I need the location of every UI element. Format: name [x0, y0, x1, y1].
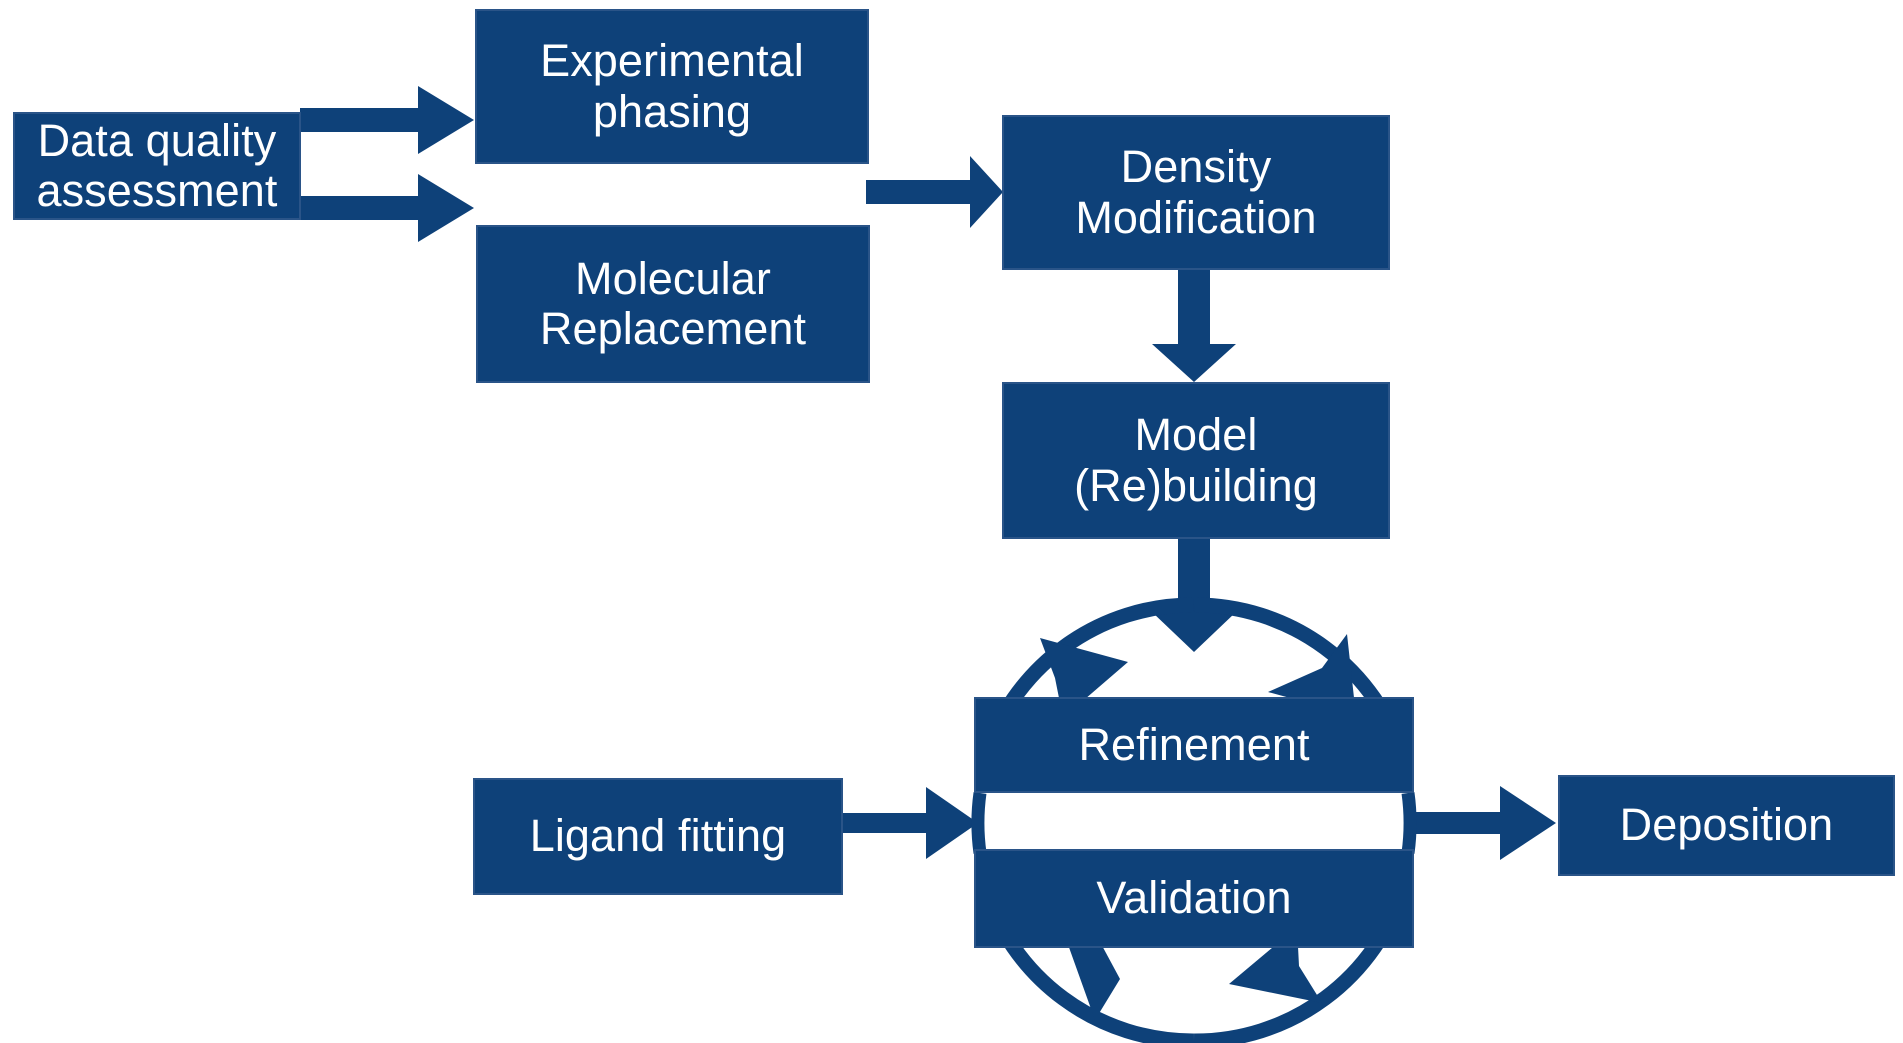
node-molecular-replacement[interactable]: Molecular Replacement — [476, 225, 870, 383]
node-deposition[interactable]: Deposition — [1558, 775, 1895, 876]
node-refinement[interactable]: Refinement — [974, 697, 1414, 793]
node-density-modification[interactable]: Density Modification — [1002, 115, 1390, 270]
arrow-cycle-to-deposition — [1408, 786, 1556, 860]
arrow-model-to-cycle — [1152, 539, 1236, 652]
node-validation[interactable]: Validation — [974, 849, 1414, 948]
node-data-quality-assessment[interactable]: Data quality assessment — [13, 112, 301, 220]
arrow-dataquality-to-molecular — [300, 174, 474, 242]
arrow-phasing-to-density — [866, 156, 1003, 228]
node-experimental-phasing[interactable]: Experimental phasing — [475, 9, 869, 164]
cycle-ring-right-segment — [1401, 792, 1417, 854]
arrow-dataquality-to-experimental — [300, 86, 474, 154]
node-model-rebuilding[interactable]: Model (Re)building — [1002, 382, 1390, 539]
node-ligand-fitting[interactable]: Ligand fitting — [473, 778, 843, 895]
arrow-density-to-model — [1152, 270, 1236, 382]
cycle-ring-left-segment — [971, 792, 987, 854]
arrow-ligand-to-cycle — [841, 787, 978, 859]
